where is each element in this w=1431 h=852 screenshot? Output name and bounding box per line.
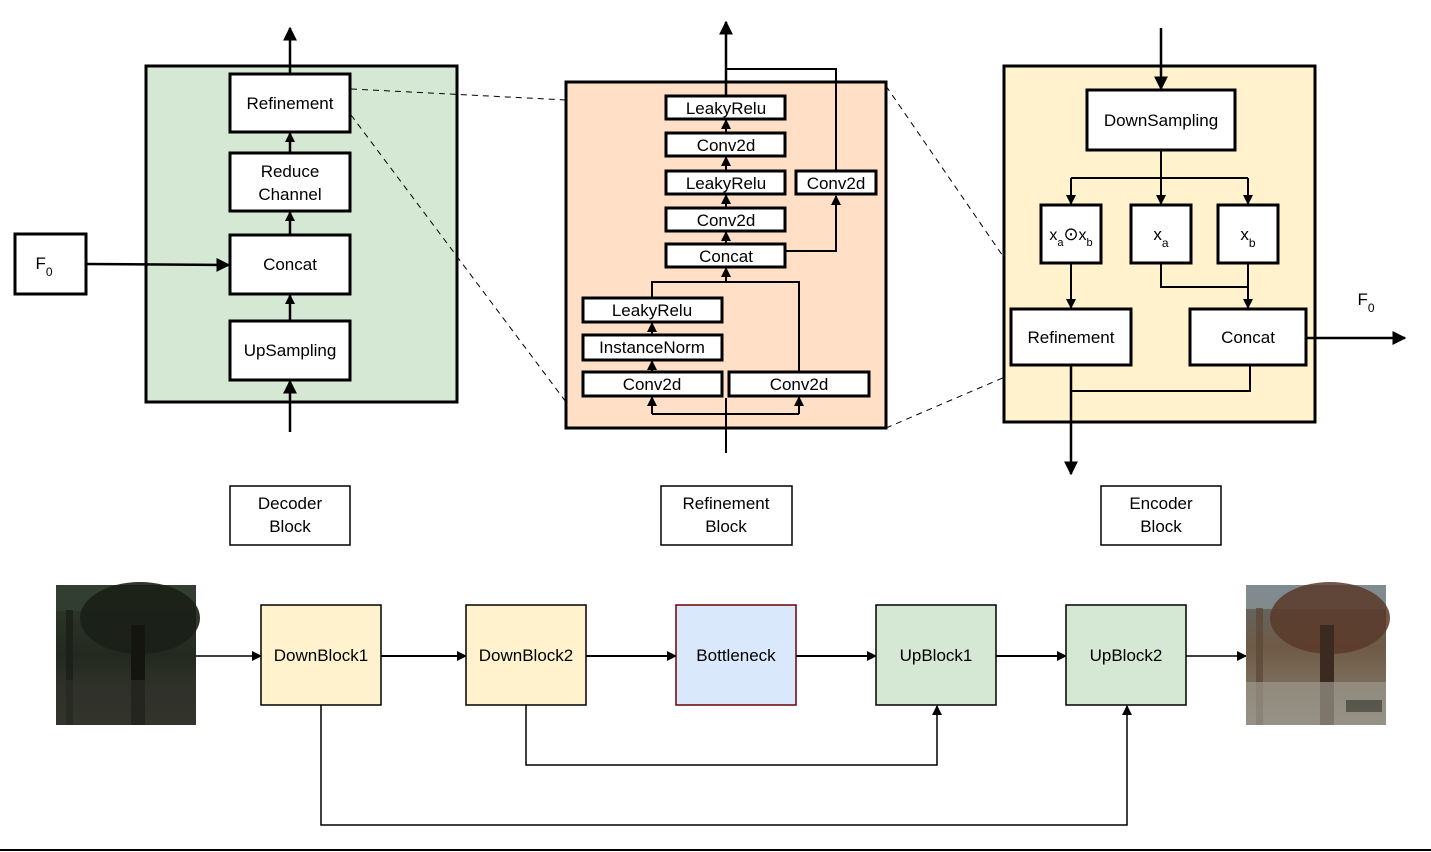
encoder-downsampling-label: DownSampling (1104, 111, 1218, 130)
zoom-line-lower-right (885, 361, 1041, 429)
upblock1 (875, 604, 997, 706)
decoder-concat-label: Concat (263, 255, 317, 274)
refine-conv2d-side-label: Conv2d (807, 174, 866, 193)
input-image (56, 582, 200, 725)
refine-concat (664, 242, 787, 269)
zoom-line-lower-left (350, 114, 567, 403)
encoder-downsampling-node (1085, 88, 1237, 152)
refinement-caption-box (660, 485, 793, 546)
refine-conv2d-right (727, 370, 871, 398)
decoder-refinement-node (228, 72, 352, 134)
encoder-elementwise-product-node (1039, 203, 1103, 265)
decoder-reduce-label-1: Reduce (261, 162, 320, 181)
refinement-caption-line1: Refinement (683, 494, 770, 513)
decoder-reduce-label-2: Channel (258, 185, 321, 204)
encoder-caption: Encoder Block (1100, 485, 1222, 546)
refinement-block: LeakyRelu Conv2d LeakyRelu Conv2d Conv2d… (564, 20, 888, 453)
skip-downblock2-to-upblock1 (525, 705, 942, 766)
bottleneck-label: Bottleneck (696, 646, 776, 665)
refine-instancenorm-label: InstanceNorm (599, 338, 705, 357)
encoder-concat-label: Concat (1221, 328, 1275, 347)
refine-conv2d-left-label: Conv2d (623, 375, 682, 394)
refine-conv2d-a (664, 131, 787, 158)
refine-conv2d-right-label: Conv2d (770, 375, 829, 394)
encoder-refinement-node (1009, 307, 1133, 367)
encoder-caption-line1: Encoder (1129, 494, 1193, 513)
f0-to-concat-arrow (85, 257, 231, 272)
zoom-line-upper-right (885, 85, 1041, 311)
leaky-to-concat-line (651, 281, 726, 298)
refine-conv2d-a-label: Conv2d (697, 136, 756, 155)
decoder-f0-input (13, 232, 88, 296)
decoder-caption-line2: Block (269, 517, 311, 536)
refine-conv2d-b-label: Conv2d (697, 211, 756, 230)
side-conv-output-line (726, 68, 837, 171)
downblock2-label: DownBlock2 (479, 646, 574, 665)
decoder-upsampling-label: UpSampling (244, 341, 337, 360)
refine-conv2d-left (581, 370, 724, 398)
decoder-f0-label: F0 (35, 254, 52, 279)
upblock2-label: UpBlock2 (1090, 646, 1163, 665)
decoder-block: F0 Refinement Reduce Channel Concat UpSa… (13, 26, 459, 432)
xa-to-concat-line (1160, 263, 1248, 288)
downblock2 (465, 604, 587, 706)
decoder-caption: Decoder Block (229, 485, 351, 546)
pipeline: DownBlock1 DownBlock2 Bottleneck UpBlock… (56, 582, 1390, 826)
refine-leakyrelu-top (664, 94, 787, 121)
encoder-product-label: xa⊙xb (1049, 224, 1092, 249)
encoder-xa-node (1129, 203, 1193, 265)
concat-feedback-line (1071, 366, 1251, 392)
encoder-concat-node (1188, 307, 1308, 367)
decoder-refinement-label: Refinement (247, 94, 334, 113)
skip-downblock1-to-upblock2 (320, 705, 1132, 826)
output-image (1246, 582, 1390, 725)
encoder-refinement-label: Refinement (1028, 328, 1115, 347)
encoder-xb-label: xb (1240, 225, 1256, 250)
decoder-caption-line1: Decoder (258, 494, 323, 513)
bottleneck (675, 604, 797, 706)
encoder-f0-label: F0 (1357, 290, 1374, 315)
refine-conv2d-side (794, 169, 878, 196)
refine-leakyrelu-low (581, 296, 724, 324)
conv-right-to-concat-line (726, 281, 800, 372)
refine-leakyrelu-mid (664, 169, 787, 196)
encoder-block: F0 DownSampling xa⊙xb xa xb Refinement C… (1002, 28, 1407, 476)
encoder-caption-line2: Block (1140, 517, 1182, 536)
refine-concat-label: Concat (699, 247, 753, 266)
encoder-caption-box (1100, 485, 1222, 546)
encoder-xa-label: xa (1153, 225, 1169, 250)
upblock2 (1065, 604, 1187, 706)
refine-conv2d-b (664, 206, 787, 233)
downblock1-label: DownBlock1 (274, 646, 369, 665)
refine-leakyrelu-mid-label: LeakyRelu (686, 174, 766, 193)
upblock1-label: UpBlock1 (900, 646, 973, 665)
refine-leakyrelu-top-label: LeakyRelu (686, 99, 766, 118)
refine-instancenorm (581, 333, 724, 362)
decoder-caption-box (229, 485, 351, 546)
refinement-caption: Refinement Block (660, 485, 793, 546)
encoder-xb-node (1216, 203, 1280, 265)
concat-to-side-conv-arrow (786, 195, 841, 252)
refine-leakyrelu-low-label: LeakyRelu (612, 301, 692, 320)
refinement-caption-line2: Block (705, 517, 747, 536)
zoom-line-upper-left (350, 88, 567, 101)
